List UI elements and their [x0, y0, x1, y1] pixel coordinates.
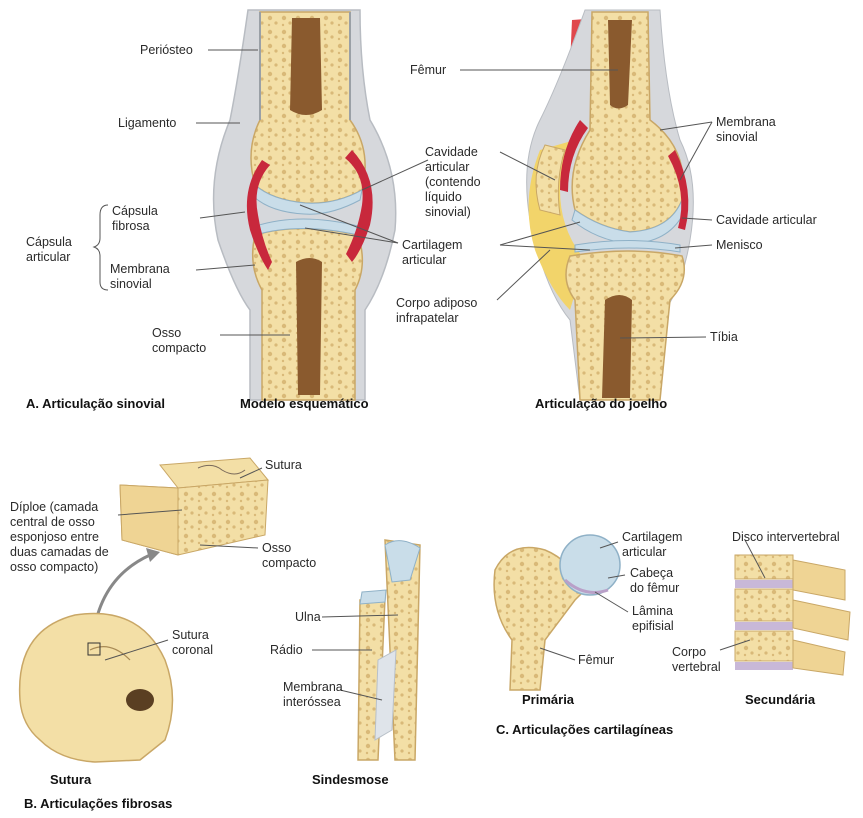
knee-synovial-right: [668, 150, 689, 230]
caption-syndesmosis: Sindesmose: [312, 772, 389, 787]
label-articular-cavity-right: Cavidade articular: [716, 213, 817, 227]
label-articular-cartilage-c: Cartilagem articular: [622, 530, 683, 559]
skull: [18, 612, 174, 763]
caption-primary: Primária: [522, 692, 575, 707]
synovial-membrane-right: [345, 150, 373, 262]
label-femoral-head: Cabeça do fêmur: [630, 566, 680, 595]
label-diploe: Díploe (camada central de osso esponjoso…: [10, 500, 109, 574]
caption-fibrous-joints: B. Articulações fibrosas: [24, 796, 173, 811]
label-meniscus: Menisco: [716, 238, 763, 252]
caption-schematic-model: Modelo esquemático: [240, 396, 369, 411]
label-articular-cavity-center: Cavidade articular (contendo líquido sin…: [425, 145, 481, 219]
upper-cartilage: [252, 184, 363, 215]
label-suture: Sutura: [265, 458, 302, 472]
capsule-brace: [92, 204, 109, 291]
leader-lines: [104, 49, 766, 701]
label-coronal-suture: Sutura coronal: [172, 628, 213, 657]
femur-marrow: [608, 20, 632, 109]
caption-suture: Sutura: [50, 772, 92, 787]
label-interosseous-membrane: Membrana interóssea: [283, 680, 343, 709]
caption-cartilaginous-joints: C. Articulações cartilagíneas: [496, 722, 674, 737]
label-ulna: Ulna: [295, 610, 321, 624]
label-ligament: Ligamento: [118, 116, 177, 130]
lower-marrow: [296, 258, 322, 395]
meniscus-shape: [574, 240, 681, 253]
knee-joint: [526, 9, 694, 401]
knee-synovial-upper: [560, 120, 588, 192]
forearm: [357, 539, 421, 761]
label-radius: Rádio: [270, 643, 303, 657]
label-synovial-membrane-left: Membrana sinovial: [110, 262, 170, 291]
label-tibia: Tíbia: [710, 330, 738, 344]
synovial-membrane-left: [246, 160, 272, 270]
caption-synovial-joint: A. Articulação sinovial: [26, 396, 165, 411]
label-periosteum: Periósteo: [140, 43, 193, 57]
schematic-synovial-joint: [212, 9, 397, 401]
skull-bone-slab: [119, 457, 269, 556]
label-vertebral-body: Corpo vertebral: [672, 645, 721, 674]
label-compact-bone-b: Osso compacto: [262, 541, 317, 570]
label-infrapatellar-fat: Corpo adiposo infrapatelar: [396, 296, 478, 325]
label-synovial-membrane-right: Membrana sinovial: [716, 115, 776, 144]
label-intervertebral-disc: Disco intervertebral: [732, 530, 840, 544]
vertebral-column: [734, 554, 851, 676]
caption-secondary: Secundária: [745, 692, 816, 707]
label-articular-cartilage-a: Cartilagem articular: [402, 238, 463, 267]
label-fibrous-capsule: Cápsula fibrosa: [112, 204, 158, 233]
patella: [535, 144, 566, 216]
label-compact-bone-a: Osso compacto: [152, 326, 207, 355]
label-articular-capsule: Cápsula articular: [26, 235, 72, 264]
proximal-femur: [493, 534, 621, 691]
tibia-marrow: [602, 295, 632, 398]
upper-marrow: [290, 18, 322, 115]
label-femur-c: Fêmur: [578, 653, 615, 667]
label-epiphyseal-plate: Lâmina epifisial: [632, 604, 674, 633]
caption-knee-joint: Articulação do joelho: [535, 396, 668, 411]
label-femur-a: Fêmur: [410, 63, 447, 77]
